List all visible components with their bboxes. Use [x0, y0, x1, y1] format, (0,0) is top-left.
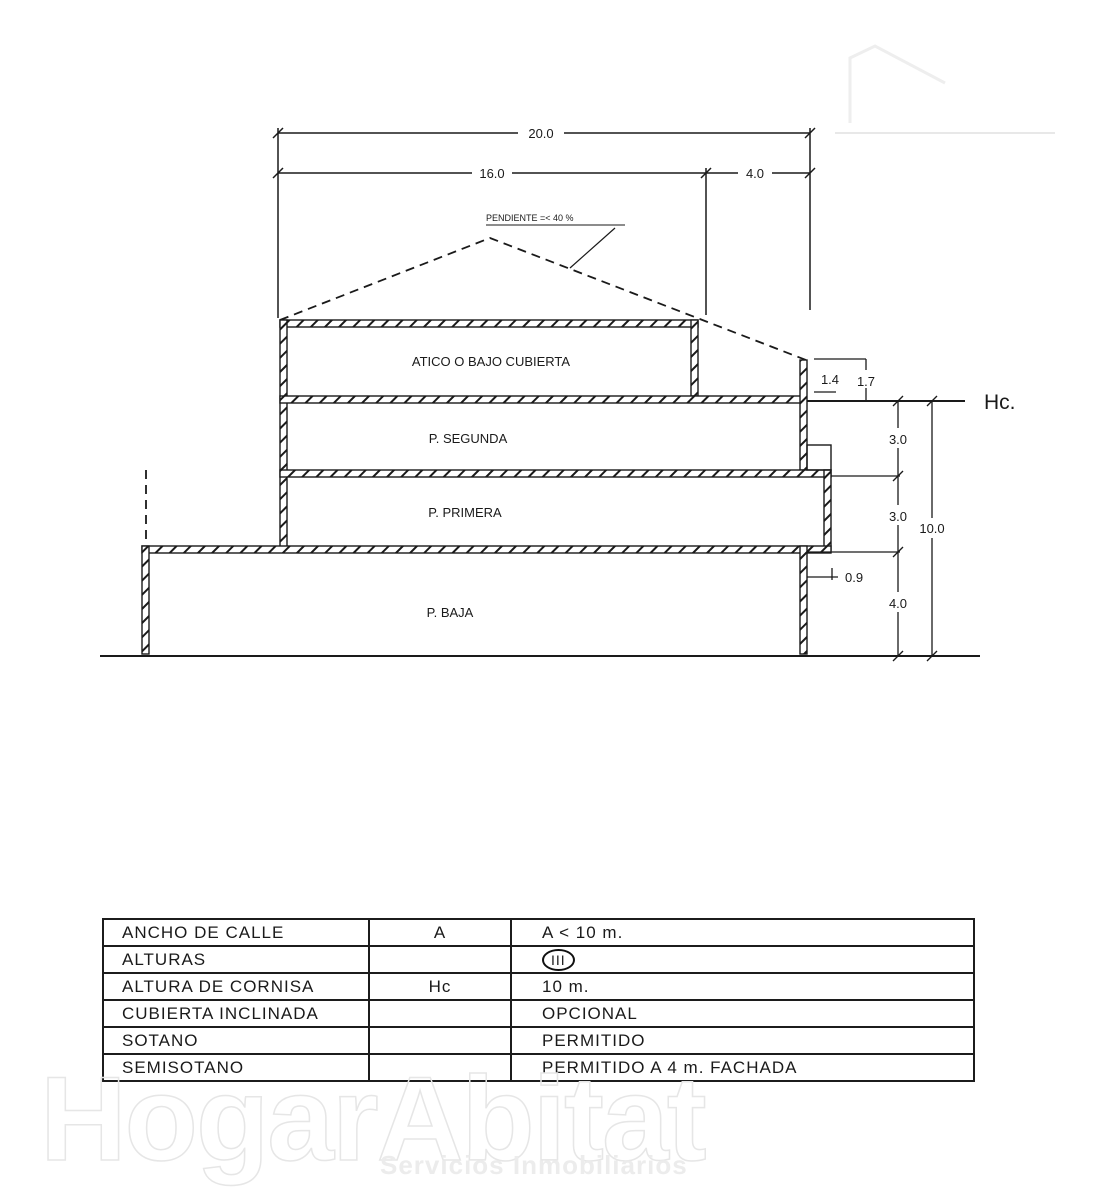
cornice-height-label: Hc. — [984, 391, 1016, 414]
floor-label-first: P. PRIMERA — [428, 505, 502, 520]
row-value: PERMITIDO — [510, 1026, 975, 1055]
slope-note: PENDIENTE =< 40 % — [486, 213, 574, 223]
first-floor-height: 3.0 — [889, 509, 907, 524]
house-logo-icon — [835, 44, 1055, 134]
row-value: PERMITIDO A 4 m. FACHADA — [510, 1053, 975, 1082]
row-symbol — [368, 945, 512, 974]
table-row: SOTANO PERMITIDO — [102, 1026, 975, 1055]
floor-label-second: P. SEGUNDA — [429, 431, 508, 446]
table-row: ANCHO DE CALLE A A < 10 m. — [102, 918, 975, 947]
row-value: A < 10 m. — [510, 918, 975, 947]
floor-label-attic: ATICO O BAJO CUBIERTA — [412, 354, 571, 369]
table-row: ALTURAS III — [102, 945, 975, 974]
watermark-tagline: Servicios Inmobiliarios — [380, 1150, 688, 1180]
row-name: CUBIERTA INCLINADA — [102, 999, 370, 1028]
width-dimensions — [272, 127, 816, 318]
table-row: CUBIERTA INCLINADA OPCIONAL — [102, 999, 975, 1028]
row-symbol: A — [368, 918, 512, 947]
row-symbol — [368, 999, 512, 1028]
row-name: SOTANO — [102, 1026, 370, 1055]
row-symbol: Hc — [368, 972, 512, 1001]
table-row: SEMISOTANO PERMITIDO A 4 m. FACHADA — [102, 1053, 975, 1082]
rear-width-label: 4.0 — [746, 166, 764, 181]
roof-outline — [145, 237, 807, 540]
main-width-label: 16.0 — [479, 166, 504, 181]
circled-roman-numeral: III — [542, 948, 575, 971]
floor-label-ground: P. BAJA — [427, 605, 474, 620]
row-symbol — [368, 1053, 512, 1082]
parapet-dim-1: 1.4 — [821, 372, 839, 387]
row-value: OPCIONAL — [510, 999, 975, 1028]
watermark-brand: HogarAbitat — [39, 1051, 707, 1187]
structure-walls — [141, 319, 832, 655]
row-value: 10 m. — [510, 972, 975, 1001]
total-height-label: 10.0 — [919, 521, 944, 536]
row-name: ALTURA DE CORNISA — [102, 972, 370, 1001]
table-row: ALTURA DE CORNISA Hc 10 m. — [102, 972, 975, 1001]
row-symbol — [368, 1026, 512, 1055]
parapet-dim-2: 1.7 — [857, 374, 875, 389]
total-width-label: 20.0 — [528, 126, 553, 141]
building-section-drawing: 20.0 16.0 4.0 PENDIENTE =< 40 % ATICO O … — [100, 124, 1016, 662]
row-name: ANCHO DE CALLE — [102, 918, 370, 947]
row-name: ALTURAS — [102, 945, 370, 974]
row-value: III — [510, 945, 975, 974]
second-floor-height: 3.0 — [889, 432, 907, 447]
ground-floor-height: 4.0 — [889, 596, 907, 611]
row-name: SEMISOTANO — [102, 1053, 370, 1082]
specs-table: ANCHO DE CALLE A A < 10 m. ALTURAS III A… — [102, 918, 975, 1082]
overhang-dim: 0.9 — [845, 570, 863, 585]
